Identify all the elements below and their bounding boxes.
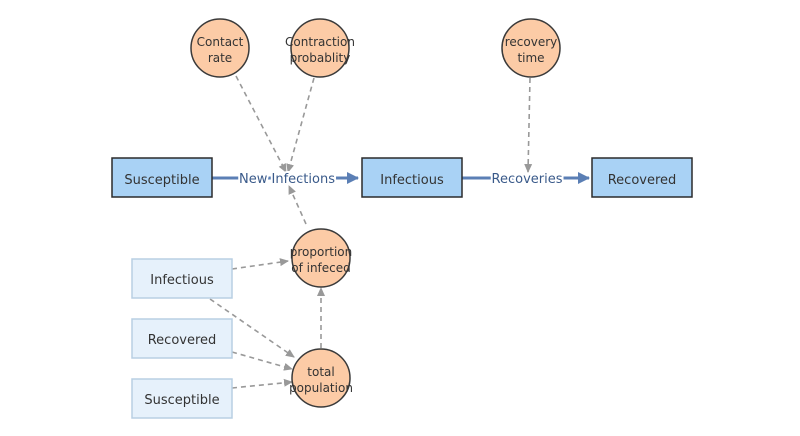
- flow-new-infections-label: New Infections: [239, 172, 335, 187]
- variable-total-population-line1: total: [307, 365, 334, 379]
- stock-susceptible[interactable]: Susceptible: [111, 157, 213, 198]
- influence-links: [209, 75, 533, 389]
- link-contraction-to-new-infections: [286, 77, 315, 173]
- variable-proportion-infected-line2: of infeced: [291, 261, 351, 275]
- variable-total-population-line2: population: [289, 381, 353, 395]
- link-ghost-infectious-to-total: [209, 298, 295, 358]
- flow-recoveries-label: Recoveries: [492, 172, 563, 187]
- stock-recovered[interactable]: Recovered: [591, 157, 693, 198]
- link-ghost-infectious-to-proportion: [231, 258, 289, 270]
- variable-proportion-infected[interactable]: proportion of infeced: [290, 228, 353, 288]
- ghost-susceptible[interactable]: Susceptible: [131, 378, 233, 419]
- variable-recovery-time-line2: time: [517, 51, 544, 65]
- ghost-infectious[interactable]: Infectious: [131, 258, 233, 299]
- link-proportion-to-new-infections: [288, 185, 307, 225]
- ghost-recovered-label: Recovered: [148, 333, 217, 348]
- variable-contraction-probability[interactable]: Contraction probablity: [285, 18, 355, 78]
- ghost-recovered[interactable]: Recovered: [131, 318, 233, 359]
- variable-contact-rate-line2: rate: [208, 51, 232, 65]
- stock-infectious-label: Infectious: [380, 173, 444, 188]
- ghost-susceptible-label: Susceptible: [144, 393, 219, 408]
- variable-contraction-probability-line2: probablity: [290, 51, 351, 65]
- stock-susceptible-label: Susceptible: [124, 173, 199, 188]
- stock-infectious[interactable]: Infectious: [361, 157, 463, 198]
- link-recovery-time-to-recoveries: [524, 77, 533, 173]
- variable-contraction-probability-line1: Contraction: [285, 35, 355, 49]
- variable-contact-rate-line1: Contact: [197, 35, 244, 49]
- variable-recovery-time[interactable]: recovery time: [501, 18, 561, 78]
- link-ghost-susceptible-to-total: [231, 378, 293, 389]
- stock-recovered-label: Recovered: [608, 173, 677, 188]
- variable-proportion-infected-line1: proportion: [290, 245, 353, 259]
- variable-total-population[interactable]: total population: [289, 348, 353, 408]
- variable-contact-rate[interactable]: Contact rate: [190, 18, 250, 78]
- ghost-infectious-label: Infectious: [150, 273, 214, 288]
- variable-recovery-time-line1: recovery: [505, 35, 558, 49]
- link-contact-rate-to-new-infections: [235, 75, 287, 173]
- link-ghost-recovered-to-total: [231, 351, 293, 371]
